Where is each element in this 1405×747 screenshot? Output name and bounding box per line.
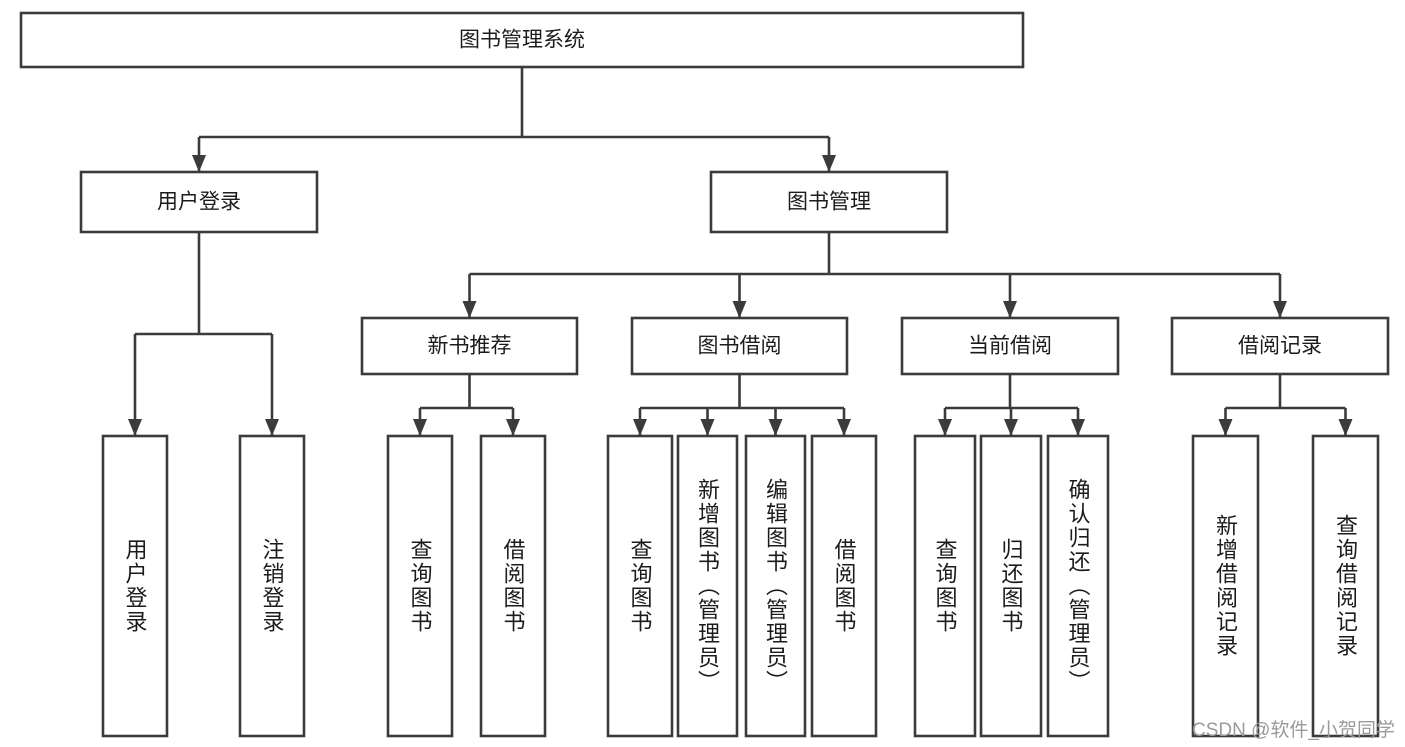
arrow-head [768, 419, 783, 436]
node-label-borrow-record: 借阅记录 [1238, 335, 1322, 358]
arrow-head [506, 419, 520, 436]
arrow-head [1338, 419, 1353, 436]
arrow-head [1218, 419, 1233, 436]
node-box-leaf-user-login[interactable] [101, 434, 169, 738]
node-box-current-borrow[interactable] [900, 316, 1120, 376]
arrow-head [732, 301, 747, 318]
node-box-leaf-add-book[interactable] [676, 434, 739, 738]
arrow-head [822, 155, 836, 172]
arrow-head [1071, 419, 1085, 436]
arrow-head [128, 419, 142, 436]
arrow-head [837, 419, 851, 436]
arrow-head [1003, 301, 1017, 318]
csdn-watermark: CSDN @软件_小贺同学 [1192, 720, 1395, 741]
arrow-head [1273, 301, 1287, 318]
arrow-head [938, 419, 952, 436]
node-box-root[interactable] [19, 11, 1025, 69]
node-box-book-manage[interactable] [709, 170, 949, 234]
node-box-leaf-user-logout[interactable] [238, 434, 306, 738]
node-box-leaf-query-book-borrow[interactable] [606, 434, 674, 738]
arrow-head [413, 419, 427, 436]
arrow-head [192, 155, 206, 172]
node-box-leaf-edit-book[interactable] [744, 434, 807, 738]
node-box-user-login[interactable] [79, 170, 319, 234]
node-label-current-borrow: 当前借阅 [968, 335, 1052, 358]
node-label-book-borrow: 图书借阅 [698, 335, 782, 358]
node-box-leaf-return-book[interactable] [979, 434, 1043, 738]
node-box-leaf-query-book-rec[interactable] [386, 434, 454, 738]
node-box-leaf-borrow-book[interactable] [810, 434, 878, 738]
arrow-head [700, 419, 715, 436]
arrow-head [1004, 419, 1018, 436]
arrow-head [633, 419, 647, 436]
node-box-leaf-query-book-current[interactable] [913, 434, 977, 738]
arrow-head [265, 419, 279, 436]
node-label-new-book-rec: 新书推荐 [428, 335, 512, 358]
node-label-book-manage: 图书管理 [787, 191, 871, 214]
node-box-leaf-add-borrow-record[interactable] [1191, 434, 1260, 738]
node-box-book-borrow[interactable] [630, 316, 849, 376]
node-box-leaf-confirm-return[interactable] [1046, 434, 1110, 738]
node-label-root: 图书管理系统 [459, 29, 585, 52]
arrow-head [462, 301, 477, 318]
boxes-layer [19, 11, 1390, 738]
node-box-leaf-borrow-book-rec[interactable] [479, 434, 547, 738]
node-label-user-login: 用户登录 [157, 191, 241, 214]
node-box-borrow-record[interactable] [1170, 316, 1390, 376]
node-box-new-book-rec[interactable] [360, 316, 579, 376]
node-box-leaf-query-borrow-record[interactable] [1311, 434, 1380, 738]
connectors-layer [128, 67, 1353, 436]
